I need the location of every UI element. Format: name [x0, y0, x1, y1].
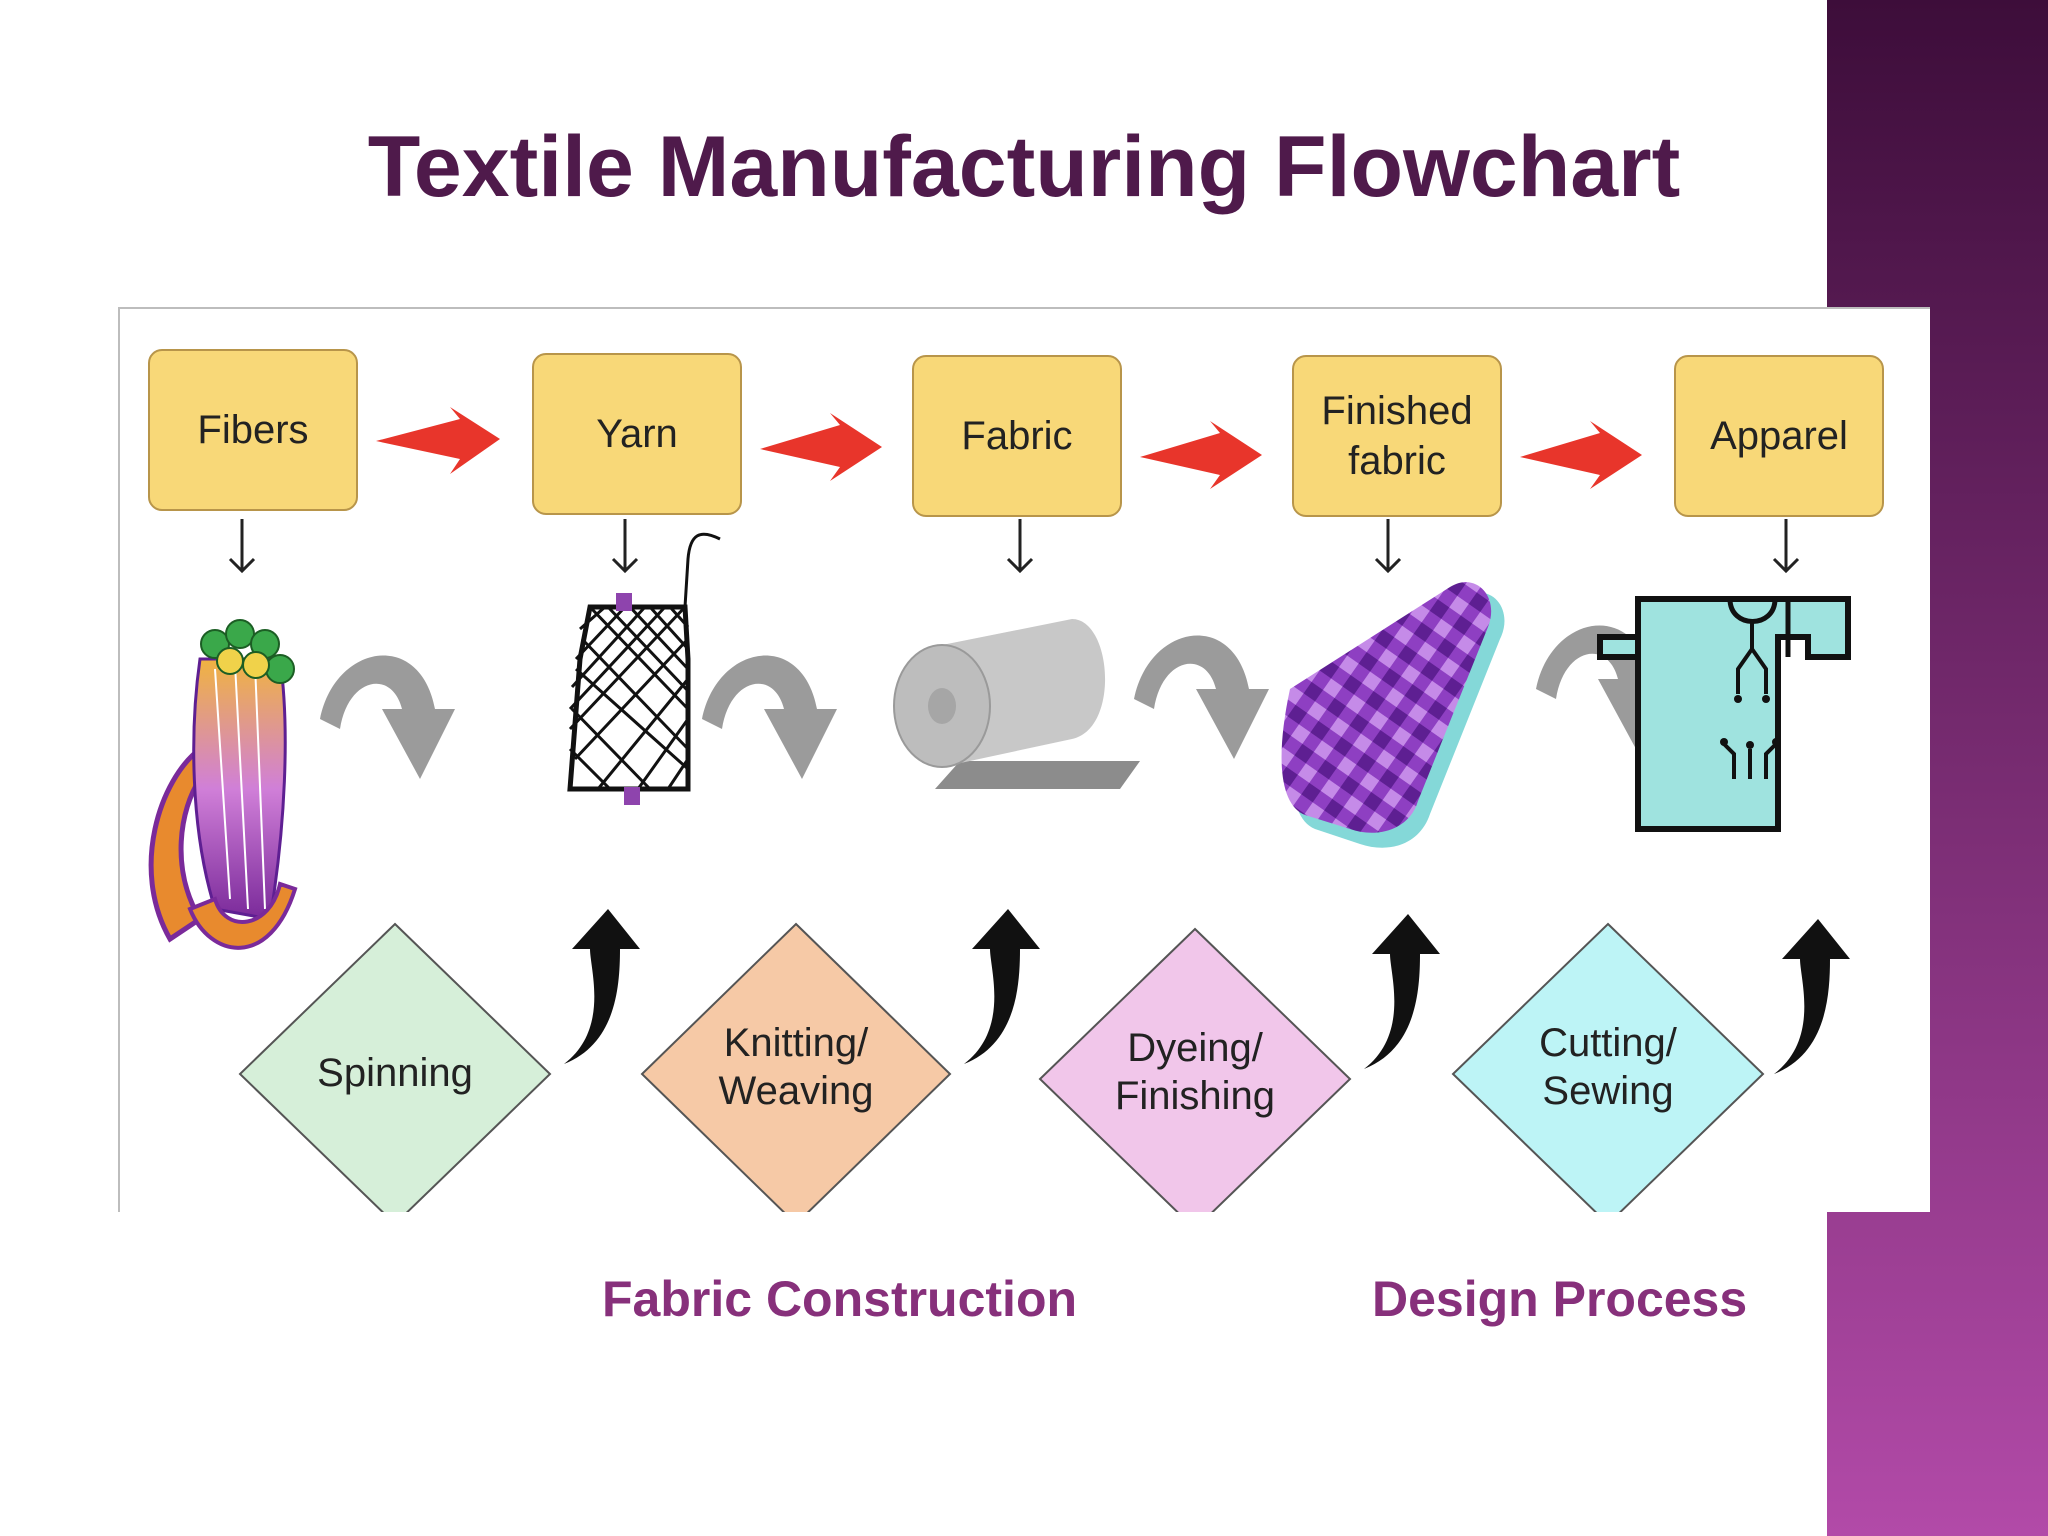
down-arrow-1 [228, 519, 256, 574]
stage-box-finished-fabric: Finished fabric [1292, 355, 1502, 517]
transition-arrow-3 [1134, 635, 1269, 759]
transition-arrow-1 [320, 655, 455, 779]
stage-box-fabric: Fabric [912, 355, 1122, 517]
stage-box-fibers: Fibers [148, 349, 358, 511]
down-arrow-5 [1772, 519, 1800, 574]
process-diamond-knitting-weaving [640, 922, 952, 1212]
patterned-fabric-icon [1281, 582, 1505, 848]
process-diamond-dyeing-finishing [1038, 927, 1352, 1212]
flow-arrows [376, 407, 1642, 489]
garment-icon [1597, 596, 1851, 832]
flow-arrow-4 [1520, 421, 1642, 489]
up-arrow-2 [964, 909, 1040, 1064]
process-diamond-cutting-sewing [1451, 922, 1765, 1212]
slide-title: Textile Manufacturing Flowchart [367, 119, 1681, 215]
down-arrow-2 [611, 519, 639, 574]
flowchart-canvas [148, 407, 1851, 1212]
process-label-knitting-weaving: Knitting/ Weaving [718, 1021, 874, 1113]
process-label-dyeing-finishing: Dyeing/ Finishing [1114, 1026, 1276, 1118]
flowchart-diagram: Fibers Yarn Fabric Finished fabric Appar… [118, 307, 1930, 1212]
fabric-roll-icon [893, 619, 1140, 789]
process-label-cutting-sewing: Cutting/ Sewing [1539, 1021, 1677, 1113]
up-arrow-3 [1364, 914, 1440, 1069]
down-arrow-4 [1374, 519, 1402, 574]
up-arrow-4 [1774, 919, 1850, 1074]
flow-arrow-2 [760, 413, 882, 481]
process-label-spinning: Spinning [317, 1051, 473, 1095]
stage-box-yarn: Yarn [532, 353, 742, 515]
fiber-strand-icon [148, 619, 298, 950]
process-diamond-spinning [238, 922, 552, 1212]
up-arrow-1 [564, 909, 640, 1064]
yarn-cone-icon [567, 532, 721, 805]
flow-arrow-3 [1140, 421, 1262, 489]
flow-arrow-1 [376, 407, 500, 474]
stage-box-apparel: Apparel [1674, 355, 1884, 517]
down-arrow-3 [1006, 519, 1034, 574]
transition-arrow-2 [702, 655, 837, 779]
caption-design-process: Design Process [1372, 1271, 1748, 1327]
caption-fabric-construction: Fabric Construction [602, 1271, 1078, 1327]
process-diamonds [238, 922, 1765, 1212]
down-arrows [228, 519, 1800, 574]
up-arrows [564, 909, 1850, 1074]
